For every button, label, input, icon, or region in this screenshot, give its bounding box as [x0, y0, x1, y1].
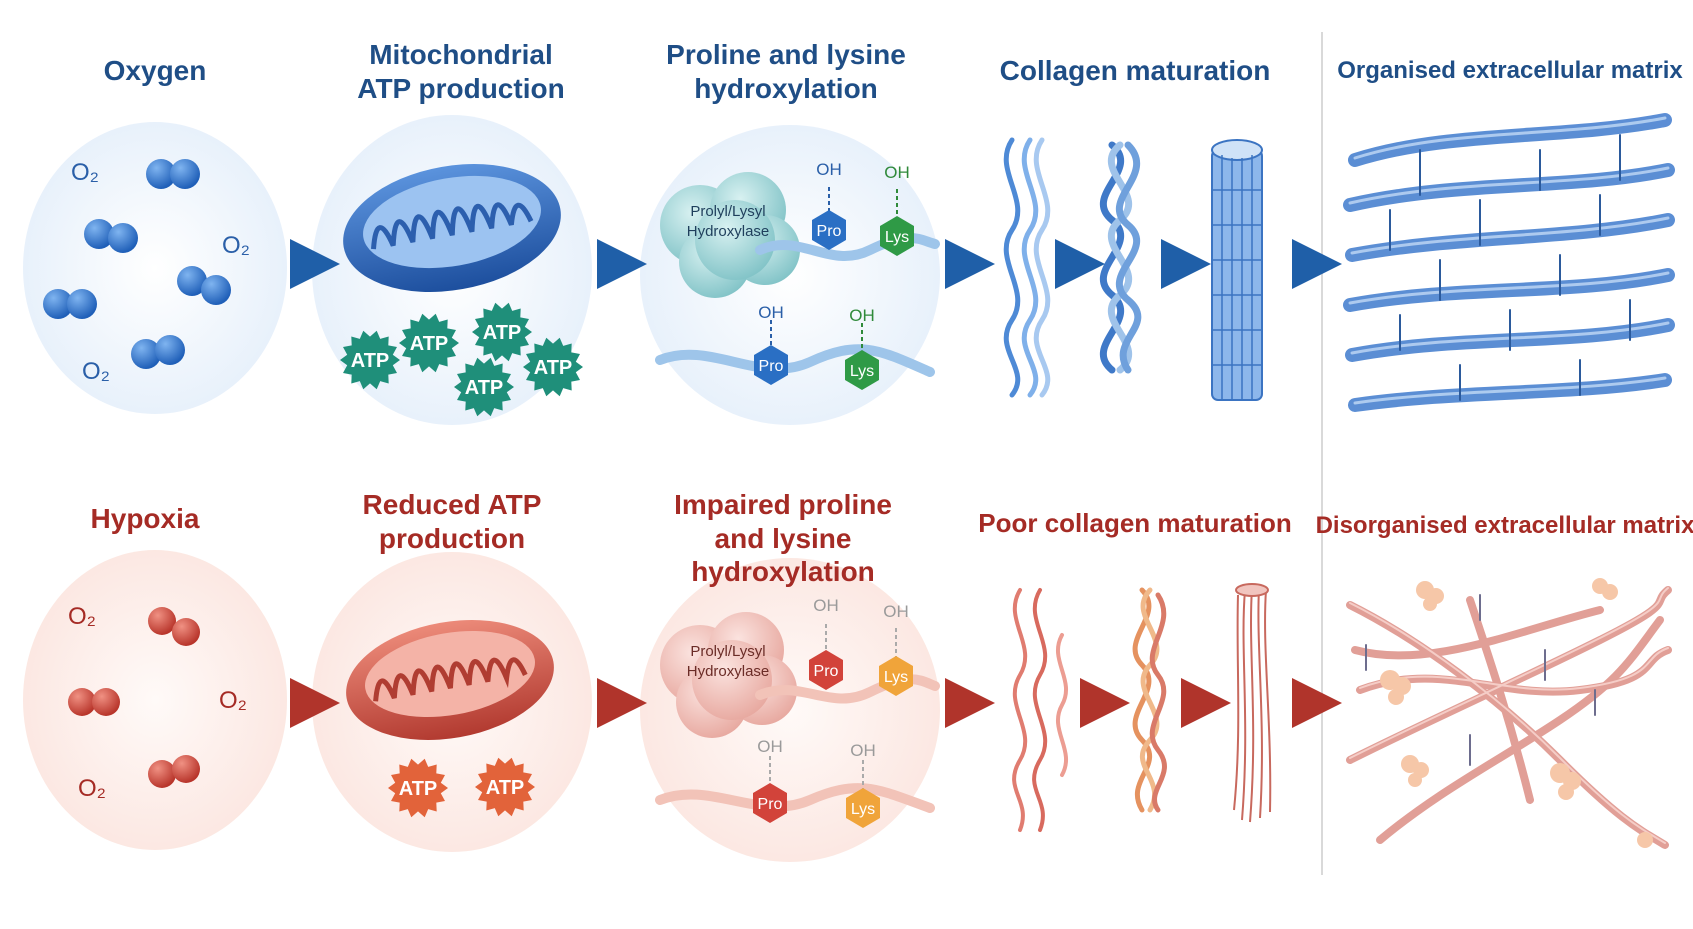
proline-hexagon [753, 783, 787, 823]
o2-molecule [84, 219, 138, 253]
frayed-fibril [1233, 583, 1272, 823]
hydroxylase-enzyme [660, 612, 797, 738]
hypoxia-panel [23, 550, 287, 850]
lysine-hexagon [879, 656, 913, 696]
peptide-chain [755, 674, 940, 704]
atp-star-icon [523, 337, 583, 397]
atp-label: ATP [410, 333, 449, 355]
atp-label: ATP [486, 777, 525, 799]
o2-molecule [131, 335, 185, 369]
collagen-maturation-stages [1003, 137, 1263, 401]
hydroxyl-label: OH [849, 306, 875, 325]
enzyme-label-line2: Hydroxylase [687, 663, 770, 680]
hydroxyl-label: OH [758, 303, 784, 322]
proline-label: Pro [759, 358, 784, 375]
proline-hexagon [812, 210, 846, 250]
proline-label: Pro [758, 796, 783, 813]
o2-label: O₂ [68, 603, 96, 630]
lysine-label: Lys [885, 229, 909, 246]
sparse-crosslinks [1365, 594, 1596, 766]
o2-molecule [148, 755, 200, 788]
proline-hexagon [809, 650, 843, 690]
mitochondrion [346, 620, 554, 740]
o2-label: O₂ [82, 358, 110, 385]
atp-star-icon [399, 313, 459, 373]
atp-star-icon [340, 330, 400, 390]
debris-clusters [1380, 578, 1653, 848]
procollagen-strands [1003, 137, 1051, 398]
proline-label: Pro [814, 663, 839, 680]
poor-maturation-title: Poor collagen maturation [978, 508, 1292, 538]
o2-label: O₂ [78, 775, 106, 802]
collagen-fibril [1211, 139, 1263, 401]
o2-molecule [146, 159, 200, 189]
collagen-maturation-title: Collagen maturation [999, 55, 1271, 86]
proline-hexagon [754, 345, 788, 385]
organised-matrix-title: Organised extracellular matrix [1337, 57, 1683, 84]
hydroxylation-title: Proline and lysine hydroxylation [666, 39, 906, 104]
peptide-chain [755, 232, 940, 261]
lysine-label: Lys [850, 363, 874, 380]
reduced-mitochondrion-panel [312, 552, 592, 852]
lysine-hexagon [880, 216, 914, 256]
procollagen-strands [1012, 588, 1069, 832]
peptide-chain [655, 783, 935, 813]
hydroxyl-label: OH [883, 602, 909, 621]
atp-star-icon [475, 757, 535, 817]
peptide-chain [655, 344, 935, 377]
reduced-atp-title: Reduced ATP production [362, 489, 542, 554]
disorganised-matrix-title: Disorganised extracellular matrix [1315, 512, 1693, 539]
impaired-hydroxylation-panel [640, 558, 940, 862]
hydroxyl-label: OH [884, 163, 910, 182]
oxygen-panel [23, 122, 287, 414]
crosslinks [1389, 134, 1631, 401]
hydroxylation-panel [640, 125, 940, 425]
hydroxyl-label: OH [757, 737, 783, 756]
o2-molecule [43, 289, 97, 319]
enzyme-label-line2: Hydroxylase [687, 223, 770, 240]
atp-star-icon [388, 758, 448, 818]
atp-stars [340, 302, 583, 818]
atp-star-icon [454, 357, 514, 417]
lysine-hexagon [846, 788, 880, 828]
o2-label: O₂ [222, 232, 250, 259]
atp-label: ATP [351, 350, 390, 372]
impaired-hydroxylation-title: Impaired proline and lysine hydroxylatio… [674, 489, 892, 588]
o2-molecule [177, 266, 231, 305]
proline-label: Pro [817, 223, 842, 240]
lysine-label: Lys [884, 669, 908, 686]
atp-label: ATP [465, 377, 504, 399]
loose-helix [1132, 587, 1167, 813]
lysine-label: Lys [851, 801, 875, 818]
o2-molecule [68, 688, 120, 716]
hypoxia-title: Hypoxia [90, 503, 200, 534]
atp-label: ATP [534, 357, 573, 379]
o2-label: O₂ [219, 687, 247, 714]
disorganised-matrix [1346, 578, 1672, 849]
hydroxyl-label: OH [850, 741, 876, 760]
hydroxyl-label: OH [816, 160, 842, 179]
enzyme-label-line1: Prolyl/Lysyl [690, 643, 765, 660]
o2-molecule [148, 607, 200, 646]
atp-star-icon [472, 302, 532, 362]
lysine-hexagon [845, 350, 879, 390]
o2-label: O₂ [71, 159, 99, 186]
atp-production-title: Mitochondrial ATP production [357, 39, 565, 104]
atp-label: ATP [399, 778, 438, 800]
atp-label: ATP [483, 322, 522, 344]
organised-matrix [1343, 113, 1675, 412]
oxygen-title: Oxygen [103, 55, 207, 86]
triple-helix [1100, 141, 1142, 374]
hydroxyl-label: OH [813, 596, 839, 615]
enzyme-label-line1: Prolyl/Lysyl [690, 203, 765, 220]
poor-maturation-stages [1012, 583, 1272, 832]
mitochondrion [343, 164, 561, 292]
